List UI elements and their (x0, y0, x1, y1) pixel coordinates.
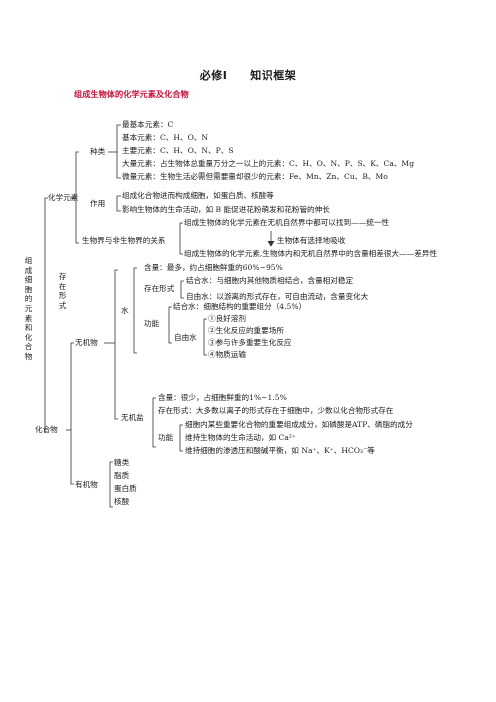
elements-brace (75, 151, 79, 244)
kind-item: 主要元素：C、H、O、N、P、S (122, 146, 234, 155)
relation-selective: 生物体有选择地吸收 (277, 236, 346, 245)
vertical-char: 的 (24, 294, 33, 304)
compounds-label: 化合物 (35, 425, 58, 434)
vertical-char: 元 (24, 303, 33, 313)
page-title: 必修Ⅰ 知识框架 (199, 69, 297, 82)
water-form-label: 存在形式 (144, 284, 175, 293)
organic-label: 有机物 (75, 480, 98, 489)
compounds-brace (70, 342, 74, 485)
down-arrow-head (267, 240, 275, 247)
vertical-side-label: 组成细胞的元素和化合物 (24, 256, 33, 362)
kind-item: 微量元素：生物生活必需但需要量却很少的元素：Fe、Mn、Zn、Cu、B、Mo (122, 172, 388, 181)
water-form-brace (180, 280, 184, 299)
vertical-char: 化 (24, 332, 33, 342)
salt-function-item: 维持细胞的渗透压和酸碱平衡，如 Na⁺、K⁺、HCO₃⁻等 (185, 446, 375, 455)
function-label: 作用 (90, 199, 106, 208)
water-form-item: 自由水：以游离的形式存在，可自由流动，含量变化大 (186, 292, 369, 301)
water-bound-function: 结合水：细胞结构的重要组分（4.5%） (173, 302, 307, 311)
water-form-item: 结合水：与细胞内其他物质相结合，含量相对稳定 (186, 276, 354, 285)
free-water-function: ④物质运输 (208, 350, 246, 359)
vertical-char: 合 (24, 342, 33, 352)
vertical-char: 和 (24, 323, 33, 333)
outer-brace (44, 197, 48, 433)
organic-item: 糖类 (114, 458, 130, 467)
inorganic-label: 无机物 (75, 338, 98, 347)
water-content: 含量：最多，约占细胞鲜重的60%~95% (144, 263, 283, 272)
salt-function-item: 细胞内某些重要化合物的重要组成成分，如磷酸是ATP、磷脂的成分 (185, 420, 413, 429)
function-item: 影响生物体的生命活动，如 B 能促进花粉萌发和花粉管的伸长 (122, 205, 330, 214)
vertical-char: 细 (24, 275, 33, 285)
inorganic-brace (114, 269, 118, 420)
kinds-brace (116, 124, 121, 179)
water-brace (133, 267, 137, 354)
salt-function-brace (179, 424, 183, 452)
elements-label: 化学元素 (48, 193, 79, 202)
free-water-function: ②生化反应的重要场所 (208, 326, 284, 335)
organic-item: 脂质 (114, 471, 130, 480)
salt-label: 无机盐 (121, 413, 144, 422)
kind-item: 最基本元素：C (122, 120, 174, 129)
vertical-char: 物 (24, 351, 33, 361)
vertical-char: 在 (58, 281, 67, 291)
kind-item: 基本元素：C、H、O、N (122, 133, 209, 142)
relation-difference: 组成生物体的化学元素,生物体内和无机自然界中的含量相差很大——差异性 (184, 249, 438, 258)
kinds-label: 种类 (90, 147, 106, 156)
vertical-char: 存 (58, 272, 67, 281)
kind-item: 大量元素：占生物体总重量万分之一以上的元素：C、H、O、N、P、S、K、Ca、M… (122, 159, 415, 168)
vertical-char: 组 (24, 256, 33, 265)
salt-form: 存在形式：大多数以离子的形式存在于细胞中，少数以化合物形式存在 (158, 406, 394, 415)
free-water-function: ①良好溶剂 (208, 314, 246, 323)
water-function-label: 功能 (144, 319, 160, 328)
water-label: 水 (121, 306, 129, 315)
vertical-char: 式 (58, 300, 67, 310)
relation-unity: 组成生物体的化学元素在无机自然界中都可以找到——统一性 (184, 218, 390, 227)
vertical-char: 胞 (24, 284, 33, 294)
organic-item: 蛋白质 (114, 484, 137, 493)
organic-brace (109, 461, 113, 508)
organic-item: 核酸 (114, 497, 130, 506)
relation-label: 生物界与非生物界的关系 (82, 236, 166, 245)
free-water-function: ③参与许多重要生化反应 (208, 338, 292, 347)
vertical-char: 成 (24, 265, 33, 275)
salt-function-label: 功能 (158, 433, 174, 442)
free-water-label: 自由水 (174, 333, 197, 342)
section-subtitle: 组成生物体的化学元素及化合物 (74, 89, 189, 99)
free-water-brace (203, 318, 207, 356)
salt-brace (152, 397, 156, 448)
salt-function-item: 维持生物体的生命活动，如 Ca²⁺ (185, 433, 296, 442)
salt-content: 含量：很少，占细胞鲜重的1%~1.5% (158, 393, 287, 402)
relation-brace (179, 222, 183, 255)
exist-form-vertical-label: 存在形式 (58, 272, 67, 310)
vertical-char: 素 (24, 313, 33, 323)
water-function-brace (168, 306, 172, 344)
function-item: 组成化合物进而构成细胞，如蛋白质、核酸等 (122, 191, 274, 200)
function-brace (116, 195, 121, 212)
vertical-char: 形 (58, 291, 67, 301)
